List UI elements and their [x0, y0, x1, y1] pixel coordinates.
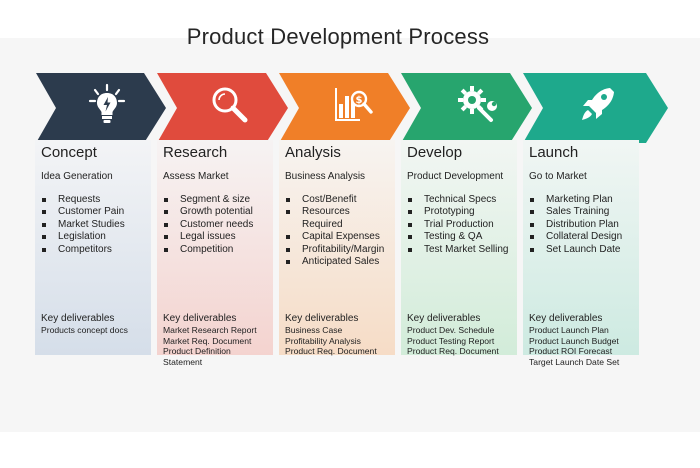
bullet-item: Requests: [41, 194, 151, 206]
bullet-item: Anticipated Sales: [285, 256, 395, 268]
deliverables-title: Key deliverables: [285, 313, 359, 324]
bullet-item: Customer Pain: [41, 206, 151, 218]
bullet-item: Capital Expenses: [285, 231, 395, 243]
deliverable-item: Product ROI Forecast: [529, 346, 613, 357]
bullet-item: Legal issues: [163, 231, 273, 243]
key-deliverables: Key deliverables Products concept docs: [41, 313, 149, 336]
stage-bullet-list: Technical Specs Prototyping Trial Produc…: [407, 194, 517, 256]
bullet-item: Market Studies: [41, 219, 151, 231]
bullet-item: Collateral Design: [529, 231, 639, 243]
bullet-item: Legislation: [41, 231, 151, 243]
bullet-item: Marketing Plan: [529, 194, 639, 206]
stage-bullet-list: Cost/Benefit Resources Required Capital …: [285, 194, 395, 268]
key-deliverables: Key deliverables Market Research Report …: [163, 313, 271, 367]
stage-column-develop: Develop Product Development Technical Sp…: [401, 140, 517, 357]
deliverable-item: Business Case: [285, 325, 343, 335]
deliverables-title: Key deliverables: [407, 313, 481, 324]
chart-search-icon: $: [335, 88, 373, 121]
svg-text:$: $: [356, 95, 363, 106]
stage-title: Develop: [407, 144, 463, 161]
stage-subtitle: Go to Market: [529, 171, 587, 182]
bullet-item: Sales Training: [529, 206, 639, 218]
bullet-item: Cost/Benefit: [285, 194, 395, 206]
stage-title: Launch: [529, 144, 579, 161]
deliverable-item: Product Definition: [163, 346, 231, 357]
deliverable-item: Product Req. Document: [407, 346, 499, 357]
key-deliverables: Key deliverables Product Launch Plan Pro…: [529, 313, 637, 367]
bullet-item-continuation: Required: [302, 218, 343, 230]
stage-bullet-list: Segment & size Growth potential Customer…: [163, 194, 273, 256]
deliverable-item: Product Launch Plan: [529, 325, 609, 335]
stage-column-research: Research Assess Market Segment & size Gr…: [157, 140, 273, 367]
magnifier-icon: [212, 87, 248, 123]
deliverable-item: Profitability Analysis: [285, 335, 361, 346]
deliverable-item: Statement: [163, 356, 203, 367]
gear-wrench-icon: [458, 86, 497, 122]
stage-title: Analysis: [285, 144, 341, 161]
stage-subtitle: Product Development: [407, 171, 504, 182]
bullet-item: Set Launch Date: [529, 244, 639, 256]
bullet-item: Test Market Selling: [407, 244, 517, 256]
rocket-icon: [582, 88, 614, 120]
deliverable-item: Product Testing Report: [407, 335, 495, 346]
bullet-item: Segment & size: [163, 194, 273, 206]
stage-column-analysis: Analysis Business Analysis Cost/Benefit …: [279, 140, 395, 357]
deliverable-item: Product Dev. Schedule: [407, 325, 495, 335]
bullet-item: Profitability/Margin: [285, 244, 395, 256]
stage-bullet-list: Marketing Plan Sales Training Distributi…: [529, 194, 639, 256]
stage-title: Concept: [41, 144, 97, 161]
stage-subtitle: Business Analysis: [285, 171, 366, 182]
bullet-item: Customer needs: [163, 219, 273, 231]
bullet-item: Competition: [163, 244, 273, 256]
stage-column-concept: Concept Idea Generation Requests Custome…: [35, 140, 151, 355]
bullet-item: Resources: [285, 206, 395, 218]
deliverable-item: Target Launch Date Set: [529, 356, 620, 367]
deliverables-title: Key deliverables: [163, 313, 237, 324]
diagram-title: Product Development Process: [186, 24, 490, 49]
stage-bullet-list: Requests Customer Pain Market Studies Le…: [41, 194, 151, 256]
deliverable-item: Market Research Report: [163, 325, 257, 335]
arrow-research: [157, 73, 288, 143]
bullet-item: Trial Production: [407, 219, 517, 231]
key-deliverables: Key deliverables Business Case Profitabi…: [285, 313, 393, 357]
bullet-item: Testing & QA: [407, 231, 517, 243]
arrow-analysis: [279, 73, 410, 143]
stage-subtitle: Idea Generation: [41, 171, 113, 182]
bullet-item: Growth potential: [163, 206, 273, 218]
stage-subtitle: Assess Market: [163, 171, 229, 182]
deliverable-item: Products concept docs: [41, 325, 128, 335]
deliverable-item: Market Req. Document: [163, 335, 252, 346]
bullet-item: Technical Specs: [407, 194, 517, 206]
bullet-item: Distribution Plan: [529, 219, 639, 231]
lightbulb-icon: [88, 83, 126, 123]
deliverables-title: Key deliverables: [529, 313, 603, 324]
deliverables-title: Key deliverables: [41, 313, 115, 324]
deliverable-item: Product Req. Document: [285, 346, 377, 357]
deliverable-item: Product Launch Budget: [529, 335, 619, 346]
bullet-item: Competitors: [41, 244, 151, 256]
bullet-item: Prototyping: [407, 206, 517, 218]
stage-column-launch: Launch Go to Market Marketing Plan Sales…: [523, 140, 639, 367]
stage-title: Research: [163, 144, 228, 161]
key-deliverables: Key deliverables Product Dev. Schedule P…: [407, 313, 515, 357]
